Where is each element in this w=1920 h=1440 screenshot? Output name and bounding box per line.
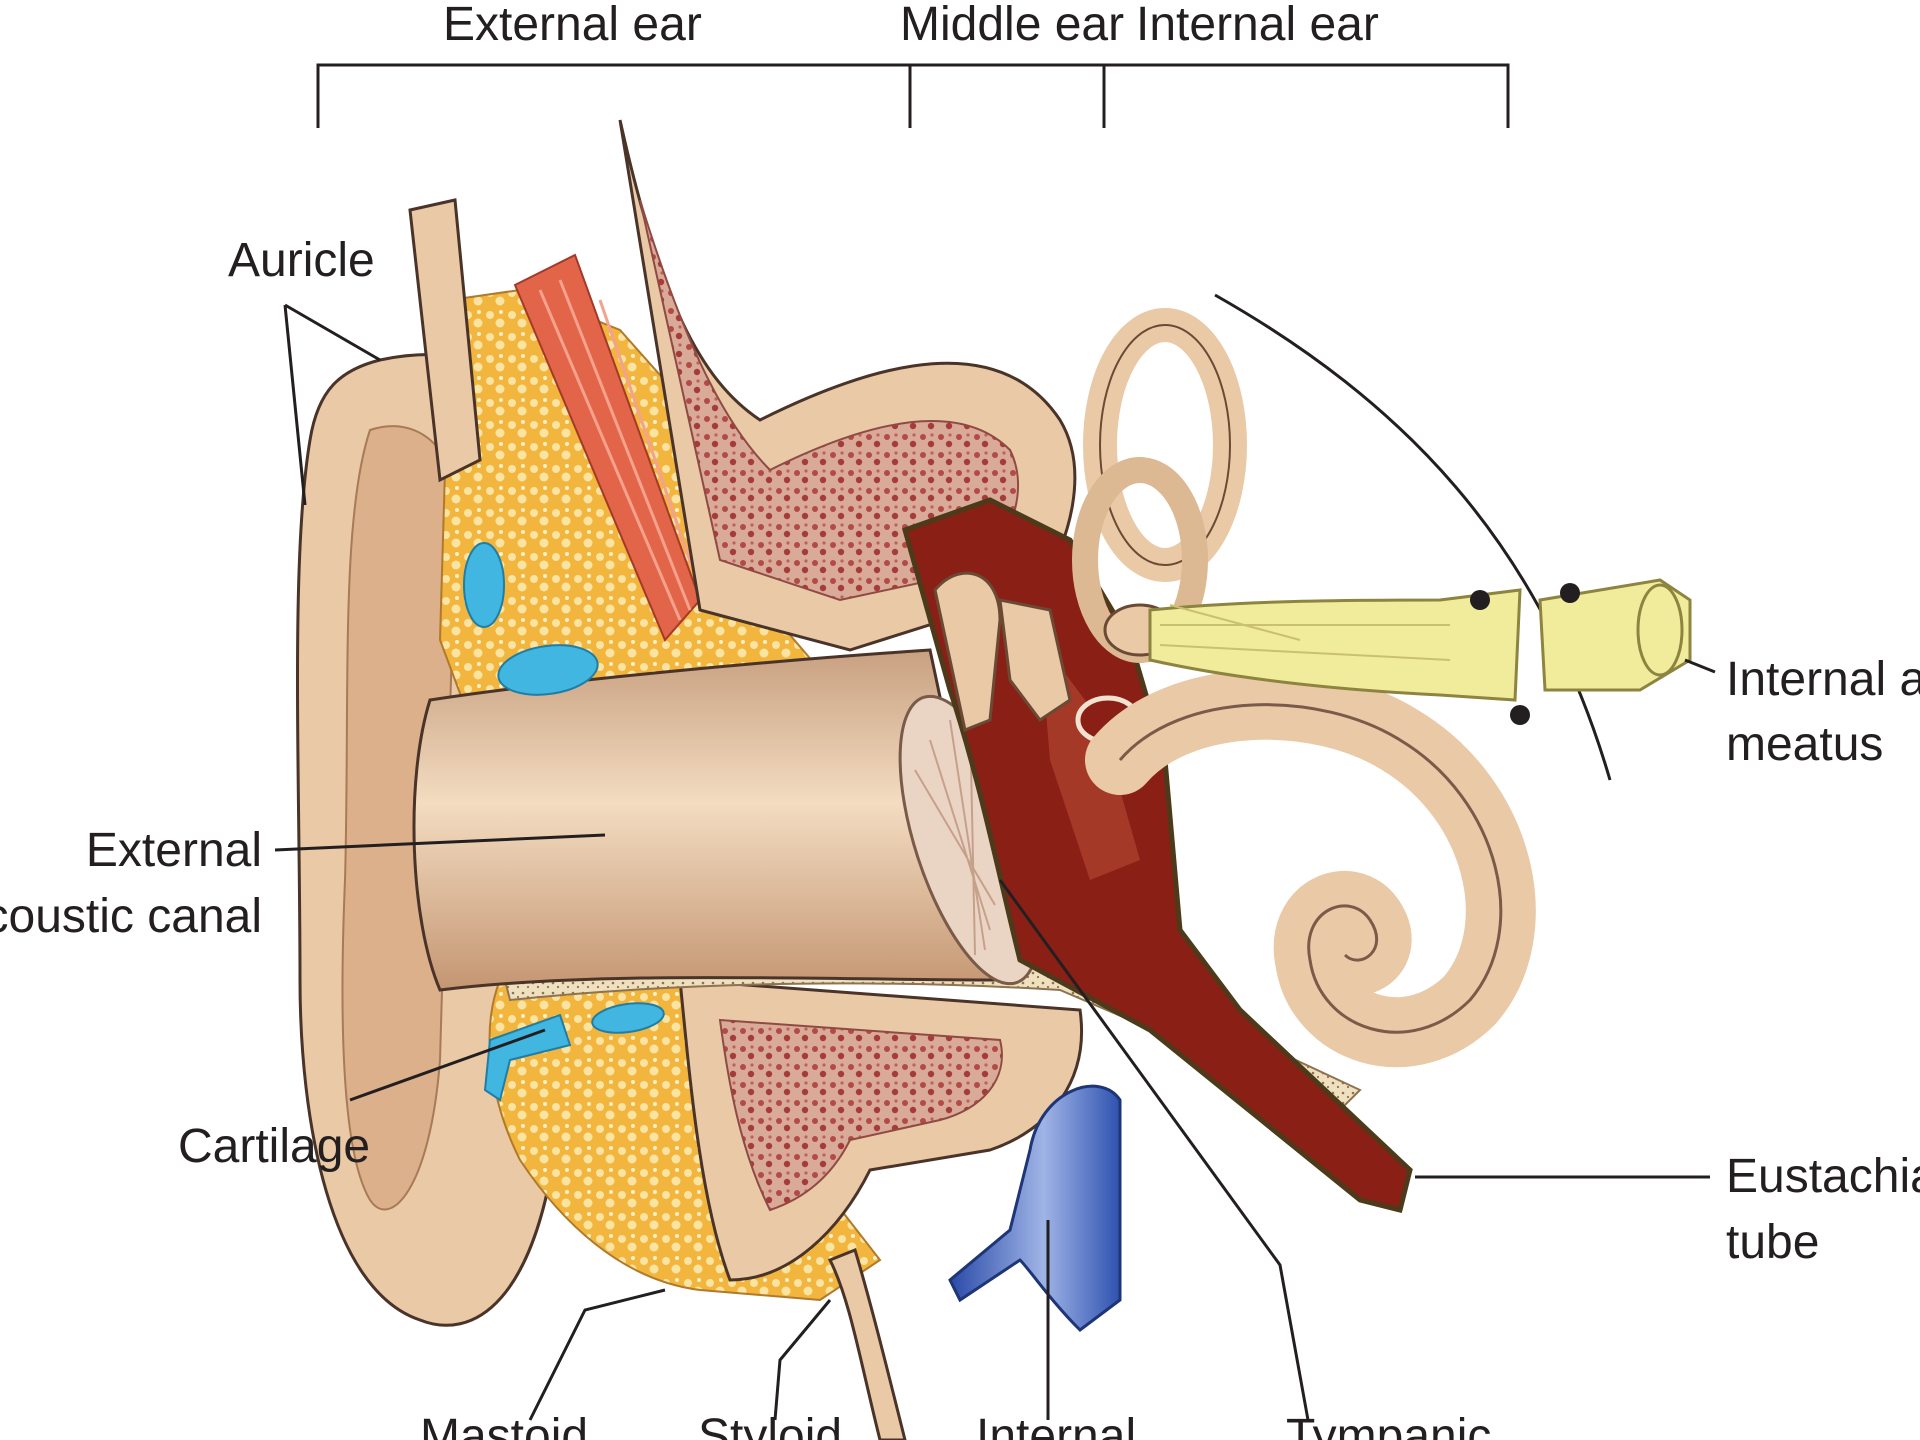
section-label-internal-ear: Internal ear [1136,0,1379,51]
section-label-external-ear: External ear [443,0,702,51]
leader-styloid [775,1300,830,1420]
label-external-acoustic-canal-line1: External [86,824,262,877]
leader-internal-acoustic-meatus [1685,660,1715,672]
label-tympanic: Tympanic [1286,1410,1491,1440]
label-internal-acoustic-meatus-line2: meatus [1726,718,1883,771]
section-label-middle-ear: Middle ear [900,0,1124,51]
label-cartilage: Cartilage [178,1120,370,1173]
cartilage-piece [464,543,504,627]
nerve-cut-face [1638,585,1682,675]
label-external-acoustic-canal-line2: acoustic canal [0,890,262,943]
label-eustachian-tube-line1: Eustachian [1726,1150,1920,1203]
meatus-edge-mark [1560,583,1580,603]
label-auricle: Auricle [228,234,375,287]
label-eustachian-tube-line2: tube [1726,1216,1819,1269]
label-internal-acoustic-meatus-line1: Internal ac [1726,653,1920,706]
label-internal: Internal [976,1410,1136,1440]
meatus-edge-mark [1470,590,1490,610]
leader-mastoid [530,1290,665,1420]
label-mastoid: Mastoid [420,1410,588,1440]
meatus-edge-mark [1510,705,1530,725]
section-brackets: External ear Middle ear Internal ear [318,0,1508,128]
semicircular-canal-outline [1100,325,1230,565]
section-bracket-line [318,65,1508,128]
label-styloid: Styloid [698,1410,842,1440]
